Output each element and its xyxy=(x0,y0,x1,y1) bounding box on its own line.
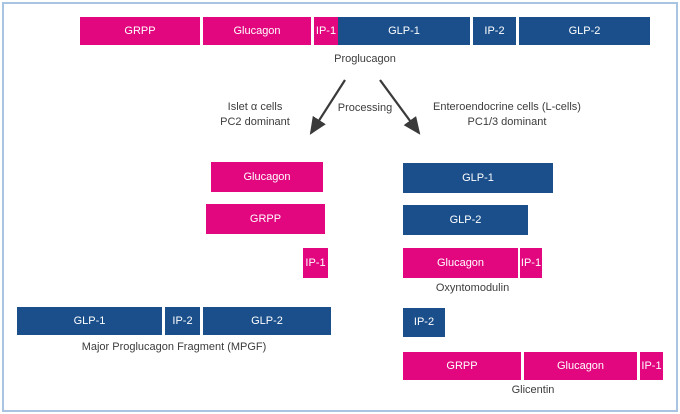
left-product-glucagon: Glucagon xyxy=(211,162,323,192)
oxyntomodulin-segment-ip1: IP-1 xyxy=(520,248,542,278)
glicentin-segment-glucagon: Glucagon xyxy=(524,352,637,380)
proglucagon-segment-ip2: IP-2 xyxy=(473,17,516,45)
proglucagon-segment-glucagon: Glucagon xyxy=(203,17,311,45)
oxyntomodulin-label: Oxyntomodulin xyxy=(435,282,510,294)
proglucagon-label: Proglucagon xyxy=(334,53,396,65)
left-product-ip1: IP-1 xyxy=(303,248,328,278)
left-pathway-line2: PC2 dominant xyxy=(220,116,290,128)
left-pathway-line1: Islet α cells xyxy=(227,101,283,113)
right-product-glp1: GLP-1 xyxy=(403,163,553,193)
right-pathway-caption: Enteroendocrine cells (L-cells) PC1/3 do… xyxy=(396,100,618,130)
proglucagon-segment-grpp: GRPP xyxy=(80,17,200,45)
mpgf-label: Major Proglucagon Fragment (MPGF) xyxy=(81,341,267,353)
proglucagon-segment-glp2: GLP-2 xyxy=(519,17,650,45)
left-pathway-caption: Islet α cells PC2 dominant xyxy=(180,100,330,130)
glicentin-label: Glicentin xyxy=(511,384,555,396)
left-product-grpp: GRPP xyxy=(206,204,325,234)
glicentin-segment-ip1: IP-1 xyxy=(640,352,663,380)
proglucagon-segment-glp1: GLP-1 xyxy=(338,17,470,45)
right-product-glp2: GLP-2 xyxy=(403,205,528,235)
proglucagon-segment-ip1: IP-1 xyxy=(314,17,338,45)
glicentin-segment-grpp: GRPP xyxy=(403,352,521,380)
right-pathway-line2: PC1/3 dominant xyxy=(467,116,547,128)
processing-label: Processing xyxy=(337,102,393,114)
oxyntomodulin-segment-glucagon: Glucagon xyxy=(403,248,518,278)
mpgf-segment-glp1: GLP-1 xyxy=(17,307,162,335)
mpgf-segment-glp2: GLP-2 xyxy=(203,307,331,335)
right-product-ip2: IP-2 xyxy=(403,308,445,337)
right-pathway-line1: Enteroendocrine cells (L-cells) xyxy=(433,101,581,113)
mpgf-segment-ip2: IP-2 xyxy=(165,307,200,335)
